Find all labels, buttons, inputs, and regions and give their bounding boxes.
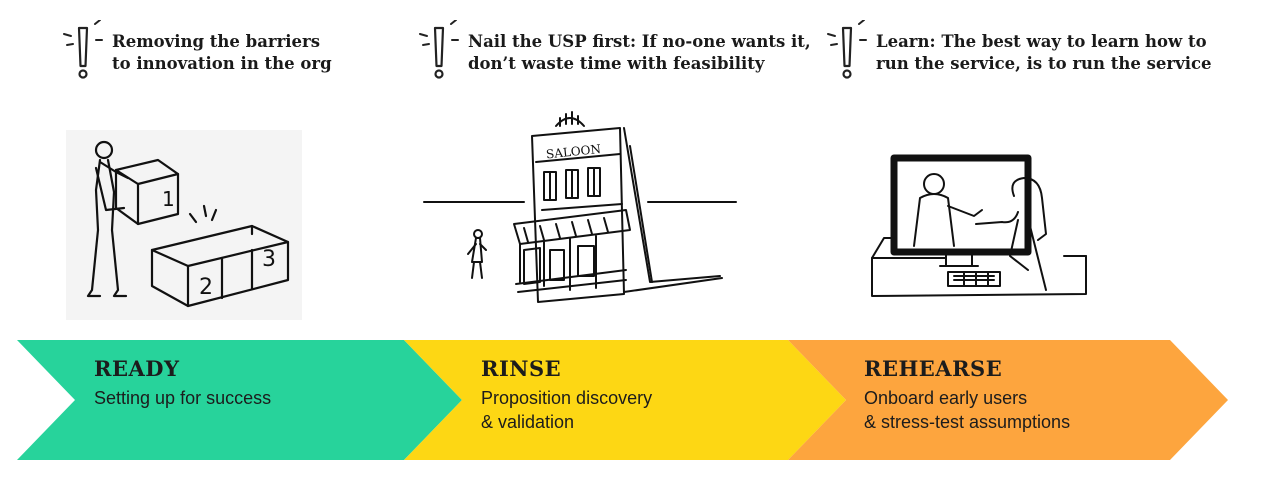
chevron-ready: [17, 340, 462, 460]
chevron-rehearse: [788, 340, 1228, 460]
box-label: 1: [162, 187, 175, 211]
boxes-illustration: 1 2 3: [66, 130, 302, 320]
stage-ready: READY Setting up for success: [94, 356, 271, 410]
stage-desc-line: Onboard early users: [864, 388, 1028, 408]
saloon-illustration: SALOON: [423, 111, 737, 303]
stage-name: REHEARSE: [864, 356, 1003, 381]
video-call-illustration: [871, 154, 1087, 297]
tip-text: Removing the barriers to innovation in t…: [112, 31, 512, 75]
box-label: 2: [199, 275, 213, 300]
stage-rinse: RINSE Proposition discovery & validation: [481, 356, 652, 434]
tip-line: Learn: The best way to learn how to: [876, 32, 1207, 51]
tip-line: Nail the USP first: If no-one wants it,: [468, 32, 811, 51]
stage-desc-line: & validation: [481, 412, 575, 432]
stage-description: Onboard early users & stress-test assump…: [864, 386, 1070, 434]
tip-text: Nail the USP first: If no-one wants it, …: [468, 31, 868, 75]
exclamation-icon: [63, 20, 103, 79]
exclamation-icon: [419, 20, 459, 79]
tip-line: run the service, is to run the service: [876, 54, 1212, 73]
box-label: 3: [262, 247, 276, 272]
stage-desc-line: & stress-test assumptions: [864, 412, 1071, 432]
chevron-rinse: [404, 340, 846, 460]
stage-description: Setting up for success: [94, 386, 271, 410]
saloon-sign: SALOON: [545, 142, 601, 162]
exclamation-icon: [827, 20, 867, 79]
tip-line: Removing the barriers: [112, 32, 321, 51]
stage-name: READY: [94, 356, 180, 381]
tip-line: to innovation in the org: [112, 54, 332, 73]
stage-desc-line: Setting up for success: [94, 388, 272, 408]
tip-line: don’t waste time with feasibility: [468, 54, 765, 73]
tip-text: Learn: The best way to learn how to run …: [876, 31, 1264, 75]
stage-desc-line: Proposition discovery: [481, 388, 653, 408]
stage-description: Proposition discovery & validation: [481, 386, 652, 434]
stage-rehearse: REHEARSE Onboard early users & stress-te…: [864, 356, 1070, 434]
stage-name: RINSE: [481, 356, 562, 381]
